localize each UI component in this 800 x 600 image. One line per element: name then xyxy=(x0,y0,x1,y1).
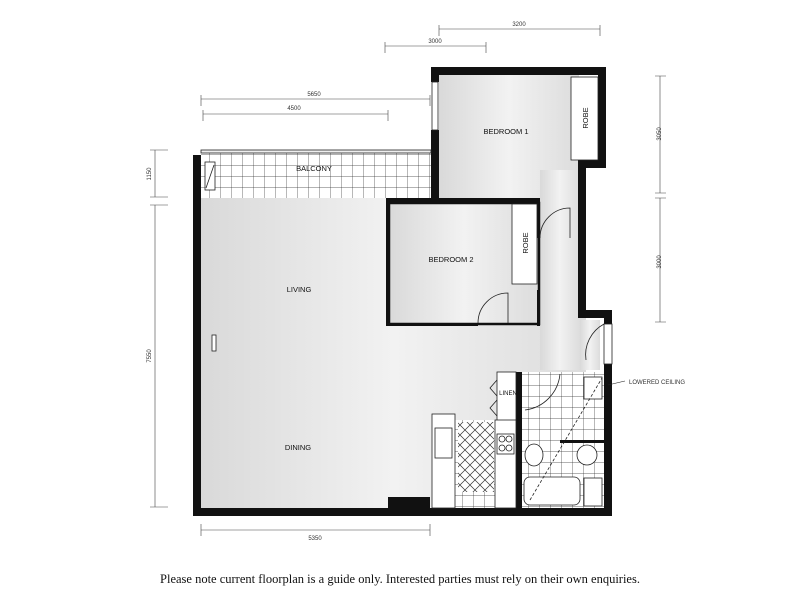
shower-icon xyxy=(583,376,603,400)
kitchen-sink-icon xyxy=(434,427,453,459)
linen-cupboard xyxy=(496,371,517,423)
balcony-rail xyxy=(200,149,432,154)
label-linen: LINEN xyxy=(499,391,517,397)
dim-1150: 1150 xyxy=(147,167,153,181)
linen-doors xyxy=(489,379,498,417)
hall-floor xyxy=(540,170,580,370)
label-lowered-ceiling: LOWERED CEILING xyxy=(629,380,685,386)
lowered-ceiling-line xyxy=(529,377,603,501)
label-dining: DINING xyxy=(285,443,311,452)
basin-icon xyxy=(524,443,544,467)
floor-areas xyxy=(201,75,604,508)
label-bedroom2: BEDROOM 2 xyxy=(428,255,473,264)
dim-5650: 5650 xyxy=(307,92,321,98)
label-living: LIVING xyxy=(287,285,312,294)
label-robe1: ROBE xyxy=(581,107,590,128)
dim-4500: 4500 xyxy=(287,106,301,112)
toilet-icon xyxy=(576,444,598,466)
dimension-labels: 3200 3000 5650 4500 5350 3050 3000 1150 … xyxy=(147,22,663,542)
entry-door-frame xyxy=(603,323,613,365)
balcony-tiles xyxy=(201,150,431,198)
disclaimer-note: Please note current floorplan is a guide… xyxy=(160,572,640,586)
label-balcony: BALCONY xyxy=(296,164,332,173)
dim-3000-right: 3000 xyxy=(657,255,663,269)
dim-3000-top: 3000 xyxy=(428,39,442,45)
room-labels: BEDROOM 1 BEDROOM 2 ROBE ROBE BALCONY LI… xyxy=(285,107,685,452)
kitchen-bench-right xyxy=(494,419,517,509)
entry-door xyxy=(585,323,605,361)
walls xyxy=(193,67,612,516)
dim-7550: 7550 xyxy=(147,349,153,363)
bathroom-door xyxy=(524,373,561,411)
robe1-closet xyxy=(570,76,599,161)
label-robe2: ROBE xyxy=(521,232,530,253)
dim-3200: 3200 xyxy=(512,22,526,28)
doors xyxy=(477,207,626,501)
robe2-closet xyxy=(511,203,538,285)
bedroom1-window xyxy=(431,81,439,131)
bathtub-icon xyxy=(523,476,581,506)
bath-cupboard xyxy=(583,477,603,507)
label-bedroom1: BEDROOM 1 xyxy=(483,127,528,136)
bedroom1-door xyxy=(539,207,571,239)
fixtures xyxy=(200,76,613,509)
dimension-lines xyxy=(150,25,666,536)
bedroom2-door xyxy=(477,292,509,324)
living-window-marker xyxy=(211,334,217,352)
kitchen-diamond-tiles xyxy=(458,422,494,492)
entry-floor xyxy=(580,320,600,370)
dim-3050: 3050 xyxy=(657,127,663,141)
dim-5350: 5350 xyxy=(308,536,322,542)
